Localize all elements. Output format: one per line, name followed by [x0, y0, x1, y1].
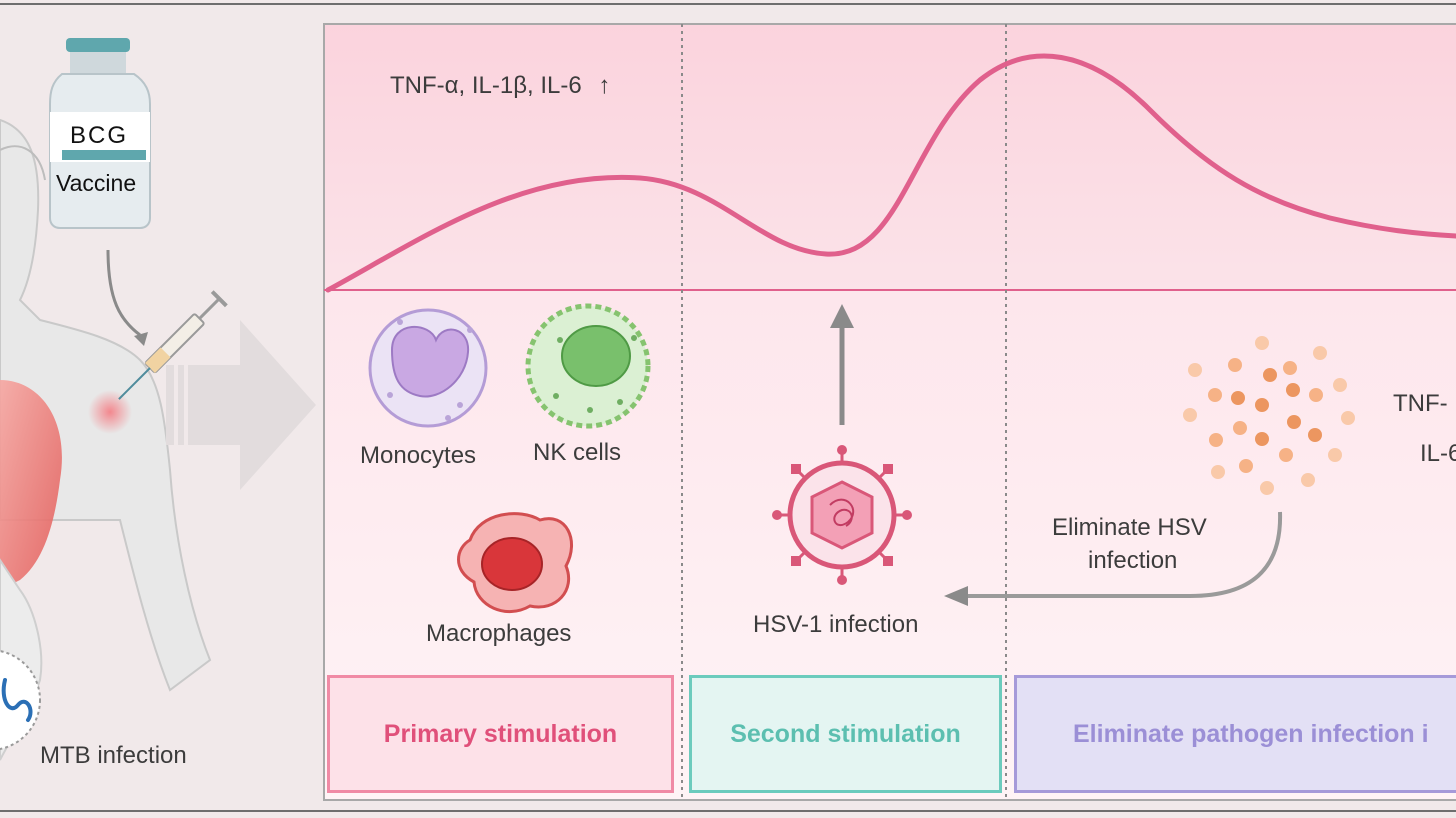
- cytokine-dots-icon: [1183, 336, 1355, 495]
- macrophage-icon: [457, 512, 573, 614]
- up-arrow: [830, 304, 854, 425]
- stage-second-stimulation: Second stimulation: [689, 675, 1002, 793]
- stage-second-label: Second stimulation: [730, 719, 961, 748]
- eliminate-hsv-label-line1: Eliminate HSV: [1052, 514, 1207, 541]
- mtb-infection-label: MTB infection: [40, 742, 187, 769]
- figure-frame: [0, 3, 1456, 812]
- person-illustration: [0, 118, 212, 761]
- cytokine-list-primary: TNF-α, IL-1β, IL-6 ↑: [390, 72, 610, 100]
- cytokine-names: TNF-α, IL-1β, IL-6: [390, 72, 582, 99]
- stage-eliminate-label: Eliminate pathogen infection i: [1073, 719, 1429, 748]
- monocyte-icon: [368, 308, 488, 428]
- eliminate-hsv-label-line2: infection: [1088, 547, 1178, 574]
- vaccine-brand: BCG: [70, 122, 129, 149]
- cytokine-right-line1: TNF-: [1393, 390, 1448, 417]
- syringe-icon: [106, 249, 228, 400]
- cytokine-right-line2: IL-6: [1420, 440, 1456, 467]
- monocytes-label: Monocytes: [360, 442, 477, 469]
- macrophages-label: Macrophages: [426, 620, 572, 647]
- return-arrow: [944, 511, 1283, 606]
- hsv-infection-label: HSV-1 infection: [753, 611, 919, 638]
- stage-eliminate-pathogen: Eliminate pathogen infection i: [1014, 675, 1456, 793]
- flow-arrow: [166, 320, 316, 490]
- cytokine-curve: [325, 53, 1456, 293]
- nk-cells-label: NK cells: [533, 439, 622, 466]
- bcg-vaccine-vial: [49, 38, 151, 229]
- increase-arrow-icon: ↑: [598, 72, 611, 99]
- nk-cell-icon: [525, 303, 651, 429]
- stage-primary-stimulation: Primary stimulation: [327, 675, 674, 793]
- stage-primary-label: Primary stimulation: [383, 719, 618, 748]
- hsv-virus-icon: [772, 445, 912, 585]
- vaccine-label: Vaccine: [56, 170, 137, 196]
